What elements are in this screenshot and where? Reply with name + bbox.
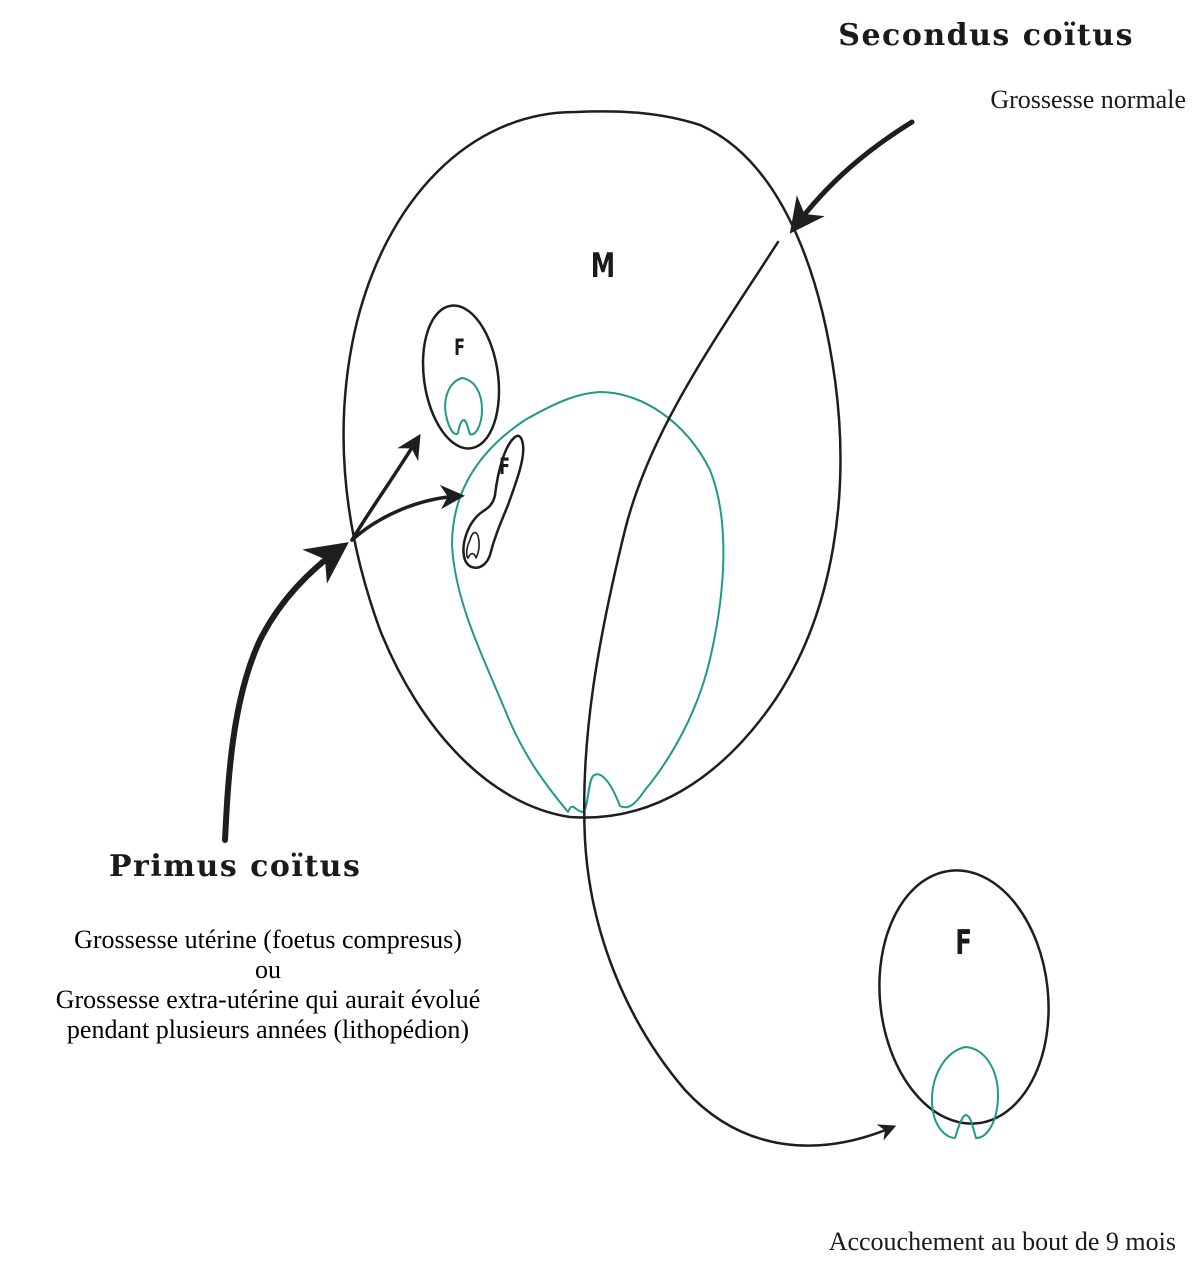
branch-arrow-lower <box>350 484 465 542</box>
secondus-title: Secondus coïtus <box>838 18 1134 53</box>
primus-title: Primus coïtus <box>109 849 362 884</box>
delivered-fetus-sac <box>878 869 1050 1125</box>
delivery-path <box>582 240 897 1147</box>
mother-outline <box>342 110 842 819</box>
branch-arrow-upper <box>350 433 421 542</box>
primus-line-4: pendant plusieurs années (lithopédion) <box>66 1015 470 1044</box>
fetus-label-delivered: F <box>955 923 972 963</box>
fetus-label-lower: F <box>499 455 510 480</box>
primus-description: Grossesse utérine (foetus compresus) ou … <box>8 925 528 1045</box>
primus-line-1: Grossesse utérine (foetus compresus) <box>74 925 462 954</box>
uterus-outline <box>451 391 725 813</box>
secondus-arrow <box>789 119 915 234</box>
delivery-caption: Accouchement au bout de 9 mois <box>828 1227 1176 1256</box>
fetus-sac-upper <box>421 304 501 450</box>
fetus-body-upper <box>444 377 483 436</box>
fetus-body-lower <box>465 531 480 559</box>
primus-line-2: ou <box>255 955 281 984</box>
delivered-fetus-body <box>931 1046 999 1139</box>
secondus-subtitle: Grossesse normale <box>990 85 1186 114</box>
mother-label: M <box>590 246 616 286</box>
fetus-sac-lower <box>462 434 525 569</box>
primus-arrow <box>222 542 349 843</box>
fetus-label-upper: F <box>454 336 465 361</box>
primus-line-3: Grossesse extra-utérine qui aurait évolu… <box>55 985 481 1014</box>
